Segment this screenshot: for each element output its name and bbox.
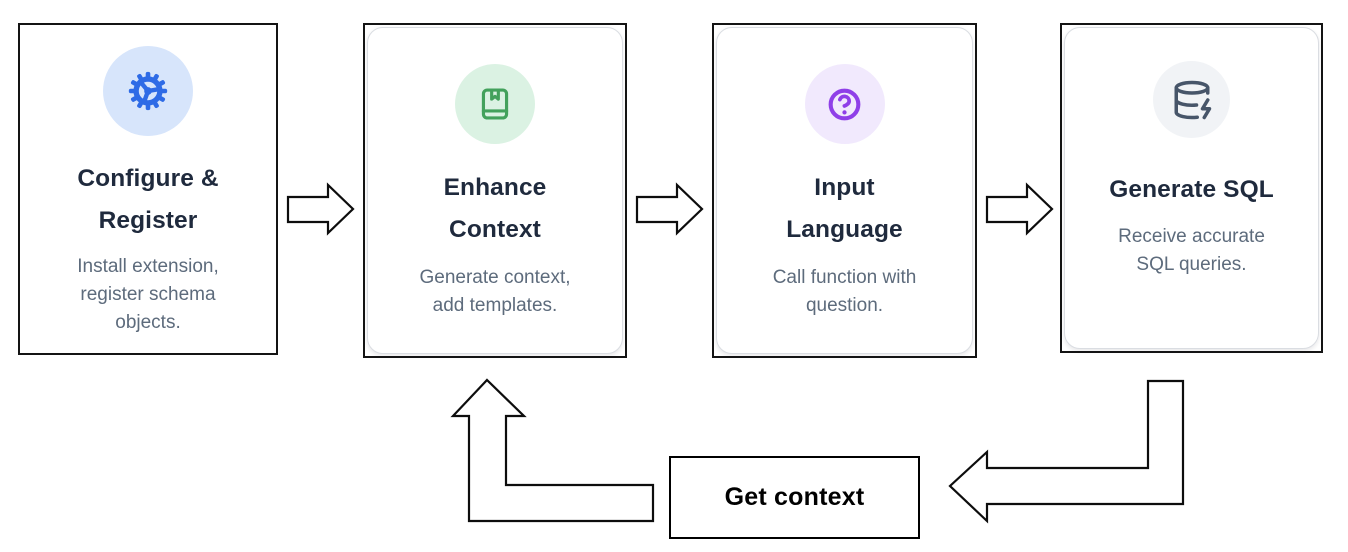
get-context-box: Get context xyxy=(669,456,920,539)
step-card-enhance-context: Enhance Context Generate context, add te… xyxy=(363,23,627,358)
icon-badge xyxy=(103,46,193,136)
step-description: Call function with question. xyxy=(772,267,917,316)
step-card-body: Input Language Call function with questi… xyxy=(716,27,973,354)
step-title: Enhance Context xyxy=(443,174,547,243)
step-card-input-language: Input Language Call function with questi… xyxy=(712,23,977,358)
loop-arrow-down-left-icon xyxy=(948,379,1185,524)
get-context-label: Get context xyxy=(724,483,865,511)
book-bookmark-icon xyxy=(481,88,509,120)
step-card-body: Enhance Context Generate context, add te… xyxy=(367,27,623,354)
step-description: Install extension, register schema objec… xyxy=(77,256,219,333)
step-arrow-2-icon xyxy=(635,182,704,236)
step-card-body: Generate SQL Receive accurate SQL querie… xyxy=(1064,27,1319,349)
step-title: Generate SQL xyxy=(1109,176,1274,203)
step-card-configure-register: Configure & Register Install extension, … xyxy=(18,23,278,355)
step-description: Receive accurate SQL queries. xyxy=(1118,226,1265,275)
step-description: Generate context, add templates. xyxy=(419,267,571,316)
step-title: Input Language xyxy=(786,174,903,243)
icon-badge xyxy=(1153,61,1230,138)
database-zap-icon xyxy=(1173,80,1211,119)
question-circle-icon xyxy=(828,88,861,120)
step-title: Configure & Register xyxy=(77,165,219,234)
step-arrow-3-icon xyxy=(985,182,1054,236)
gear-icon xyxy=(128,71,168,111)
icon-badge xyxy=(804,64,885,144)
icon-badge xyxy=(455,64,535,144)
step-card-body: Configure & Register Install extension, … xyxy=(22,27,274,351)
step-arrow-1-icon xyxy=(286,182,355,236)
loop-arrow-up-icon xyxy=(450,378,655,523)
step-card-generate-sql: Generate SQL Receive accurate SQL querie… xyxy=(1060,23,1323,353)
